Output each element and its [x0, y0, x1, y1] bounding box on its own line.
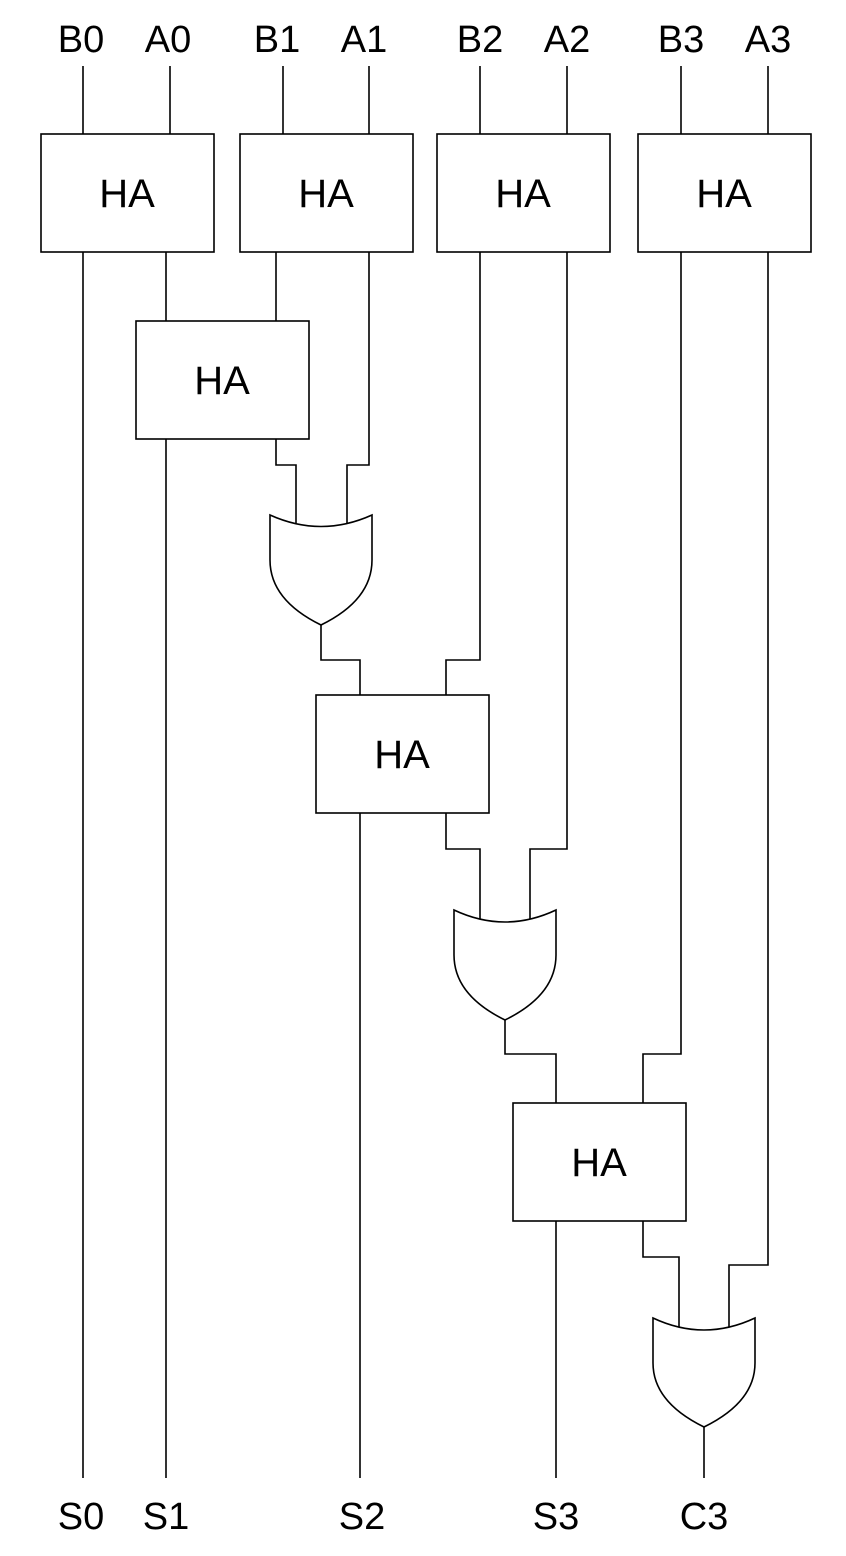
output-label-s1: S1 [143, 1496, 189, 1538]
wire-or2-out [504, 1020, 557, 1103]
wire-ha4-carry [275, 439, 297, 523]
input-label-a3: A3 [745, 19, 791, 61]
output-label-s3: S3 [533, 1496, 579, 1538]
half-adder-0: HA [40, 133, 215, 253]
half-adder-label: HA [571, 1141, 627, 1185]
output-label-c3: C3 [680, 1496, 729, 1538]
input-labels: B0 A0 B1 A1 B2 A2 B3 A3 [58, 19, 791, 61]
input-label-b2: B2 [457, 19, 503, 61]
output-label-s2: S2 [339, 1496, 385, 1538]
half-adder-box [512, 1102, 687, 1222]
half-adder-4: HA [135, 320, 310, 440]
wire-ha2-carry [529, 252, 568, 920]
half-adder-label: HA [194, 359, 250, 403]
half-adder-6: HA [512, 1102, 687, 1222]
half-adder-box [135, 320, 310, 440]
half-adder-2: HA [436, 133, 611, 253]
wire-ha6-carry [642, 1221, 680, 1328]
input-label-a0: A0 [145, 19, 191, 61]
wire-ha1-carry [346, 252, 370, 523]
half-adder-box [436, 133, 611, 253]
input-label-b1: B1 [254, 19, 300, 61]
input-label-a2: A2 [544, 19, 590, 61]
half-adder-label: HA [298, 172, 354, 216]
wire-ha5-carry [445, 813, 481, 920]
half-adder-label: HA [495, 172, 551, 216]
half-adder-5: HA [315, 694, 490, 814]
input-wires [82, 66, 769, 134]
input-label-b0: B0 [58, 19, 104, 61]
half-adder-label: HA [99, 172, 155, 216]
half-adder-label: HA [696, 172, 752, 216]
internal-wires [82, 252, 769, 1478]
half-adder-label: HA [374, 733, 430, 777]
input-label-a1: A1 [341, 19, 387, 61]
half-adder-box [315, 694, 490, 814]
or-gate-2 [453, 908, 557, 1021]
output-labels: S0 S1 S2 S3 C3 [58, 1496, 729, 1538]
wire-ha3-sum [642, 252, 682, 1103]
half-adder-box [239, 133, 414, 253]
half-adder-box [40, 133, 215, 253]
wire-or1-out [320, 625, 361, 695]
half-adder-3: HA [637, 133, 812, 253]
or-gate-1 [269, 513, 373, 626]
wire-ha2-sum [445, 252, 481, 695]
or-gate-3 [652, 1316, 756, 1428]
output-label-s0: S0 [58, 1496, 104, 1538]
wire-ha3-carry [728, 252, 769, 1328]
input-label-b3: B3 [658, 19, 704, 61]
half-adder-1: HA [239, 133, 414, 253]
half-adder-box [637, 133, 812, 253]
